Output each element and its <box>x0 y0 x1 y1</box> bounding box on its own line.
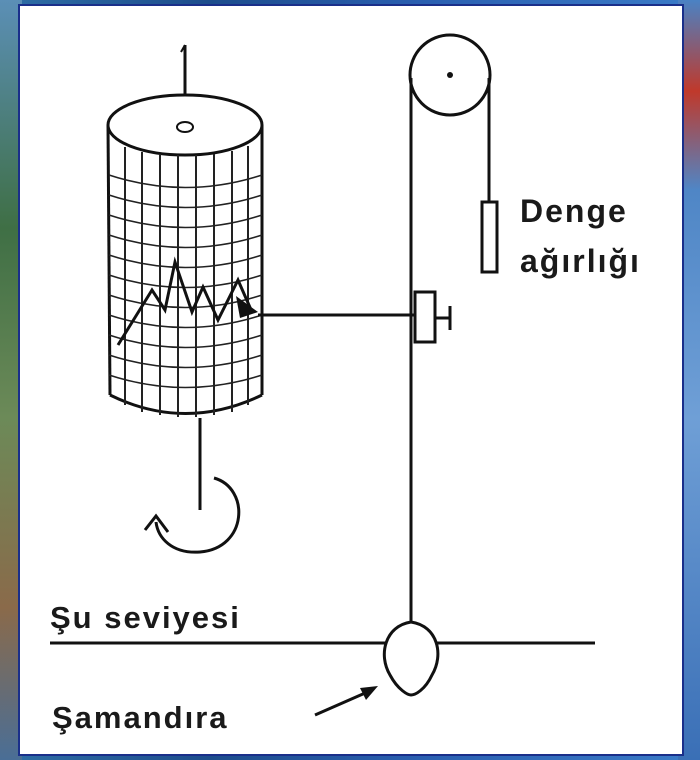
counterweight <box>480 200 499 274</box>
drum-grid-vertical <box>124 146 249 417</box>
pulley-wheel <box>408 33 492 117</box>
pen-clamp <box>413 290 452 344</box>
label-counterweight-line1: Denge <box>520 193 628 229</box>
background-left-strip <box>0 0 22 760</box>
rotation-arrow-icon <box>143 476 241 554</box>
float <box>382 620 440 697</box>
float-pointer-arrow <box>314 686 378 717</box>
label-counterweight-line2: ağırlığı <box>520 243 641 279</box>
recording-drum <box>106 93 264 417</box>
drum-grid-horizontal <box>108 174 263 389</box>
label-float: Şamandıra <box>52 700 229 735</box>
pen-tip <box>236 296 258 318</box>
label-water-level: Şu seviyesi <box>50 600 241 635</box>
recorded-trace <box>116 256 254 346</box>
